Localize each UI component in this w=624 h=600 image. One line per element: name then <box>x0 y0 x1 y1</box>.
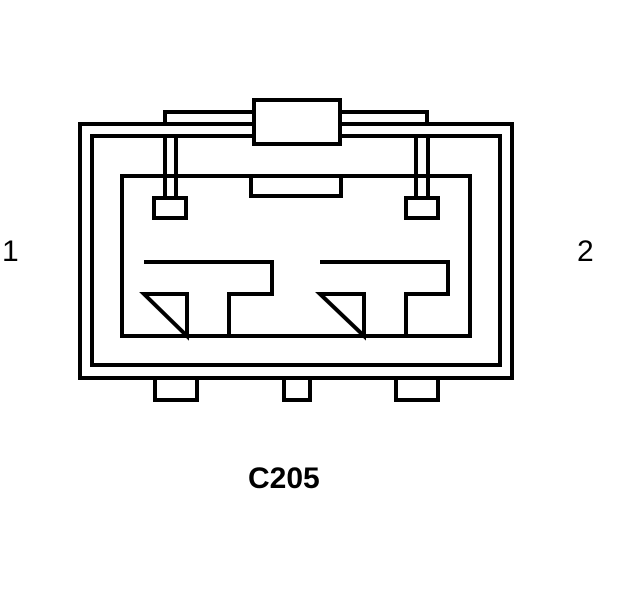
connector-latch <box>252 98 342 146</box>
connector-center-key <box>249 174 343 198</box>
pin-label-2: 2 <box>577 235 594 268</box>
pin-1-lead <box>163 136 178 198</box>
connector-foot-left <box>153 376 199 402</box>
pin-label-1: 1 <box>2 235 19 268</box>
connector-id-label: C205 <box>248 462 320 495</box>
pin-1-contact <box>152 196 188 220</box>
connector-foot-right <box>394 376 440 402</box>
connector-foot-center <box>282 376 312 402</box>
pin-1-terminal <box>139 260 274 341</box>
pin-2-terminal <box>315 260 450 341</box>
pin-2-lead <box>414 136 430 198</box>
pin-2-contact <box>404 196 440 220</box>
